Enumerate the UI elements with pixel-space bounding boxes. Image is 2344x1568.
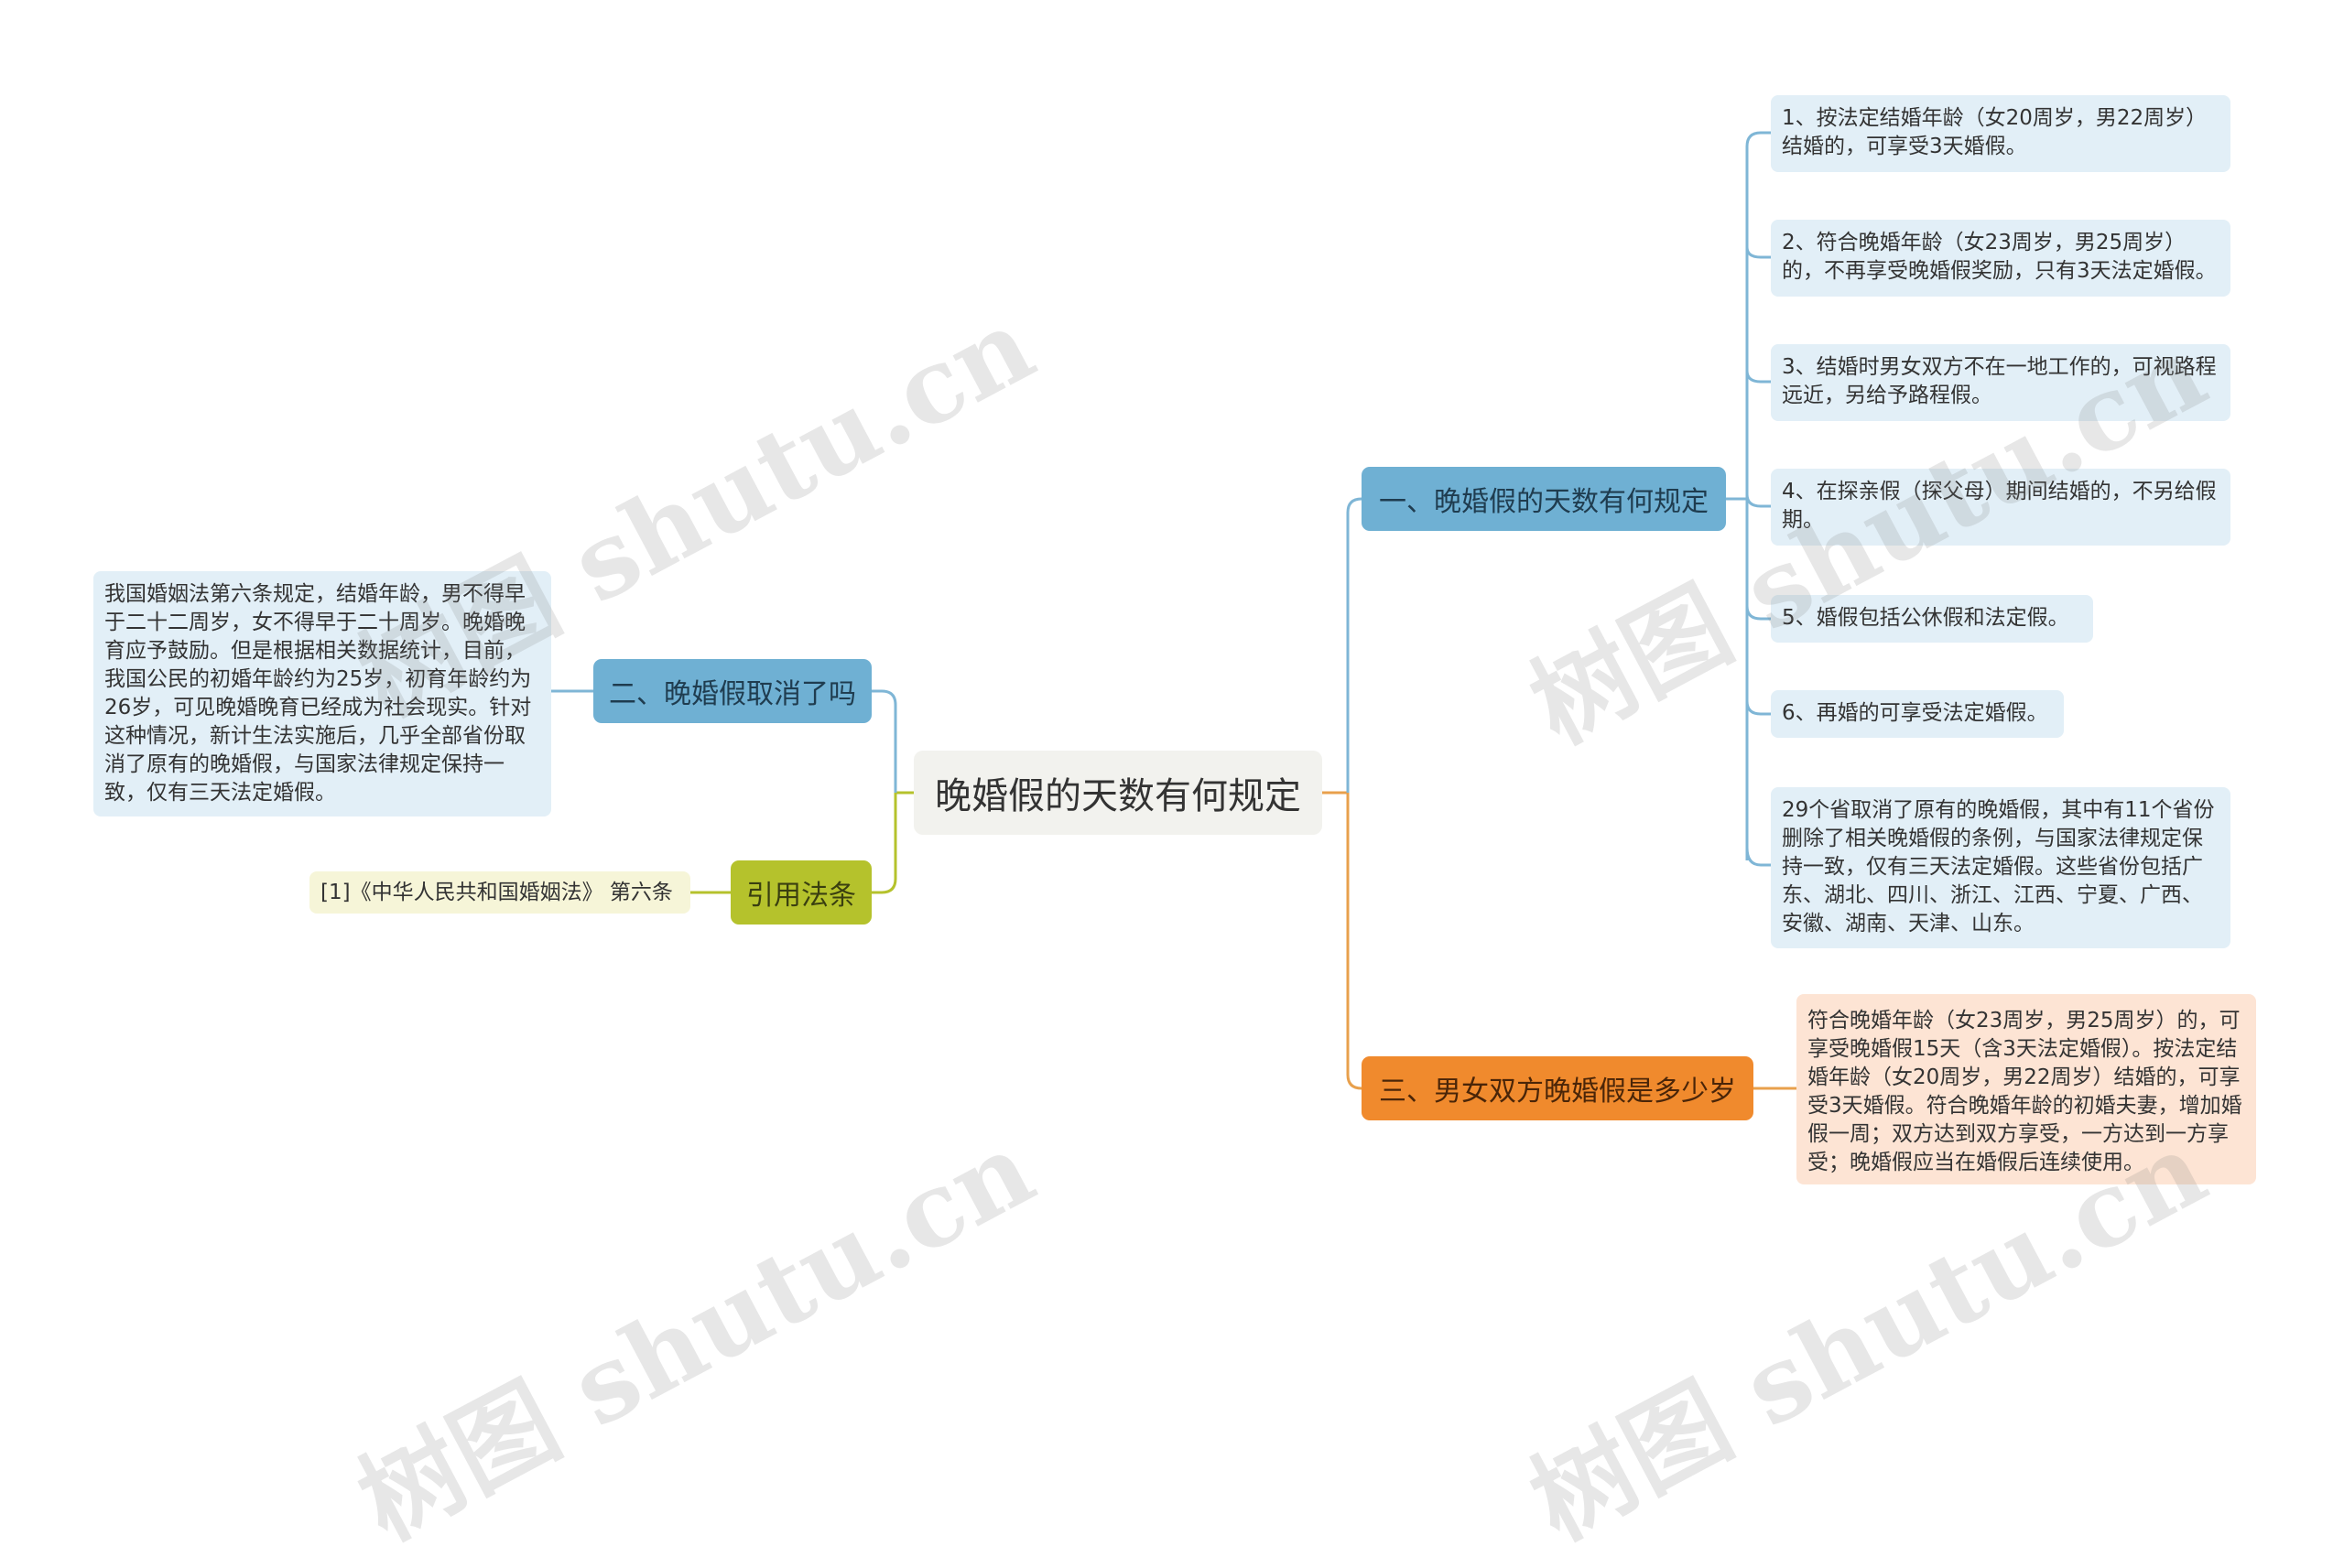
leaf-b1-1[interactable]: 1、按法定结婚年龄（女20周岁，男22周岁）结婚的，可享受3天婚假。 [1771, 95, 2230, 172]
leaf-b2[interactable]: 我国婚姻法第六条规定，结婚年龄，男不得早于二十二周岁，女不得早于二十周岁。晚婚晚… [93, 571, 551, 816]
leaf-text: 我国婚姻法第六条规定，结婚年龄，男不得早于二十二周岁，女不得早于二十周岁。晚婚晚… [104, 582, 532, 805]
leaf-text: [1]《中华人民共和国婚姻法》 第六条 [320, 880, 673, 904]
connector-b1-leaf-6 [1745, 700, 1771, 716]
connector-b1-leaf-3 [1745, 370, 1771, 384]
leaf-b1-2[interactable]: 2、符合晚婚年龄（女23周岁，男25周岁）的，不再享受晚婚假奖励，只有3天法定婚… [1771, 220, 2230, 297]
leaf-text: 5、婚假包括公休假和法定假。 [1782, 606, 2069, 630]
connector-lines [551, 131, 1796, 1090]
connector-b1-leaf-7 [1745, 847, 1771, 867]
root-topic-label: 晚婚假的天数有何规定 [935, 775, 1301, 817]
leaf-b1-5[interactable]: 5、婚假包括公休假和法定假。 [1771, 595, 2093, 643]
leaf-b1-4[interactable]: 4、在探亲假（探父母）期间结婚的，不另给假期。 [1771, 469, 2230, 546]
connector-right-to-b1 [1346, 497, 1362, 793]
branch-topic-legal-reference[interactable]: 引用法条 [731, 860, 872, 925]
connector-right-to-b4 [1346, 793, 1362, 1090]
branch-label: 引用法条 [746, 880, 856, 912]
connector-left-to-b3 [872, 793, 897, 894]
leaf-text: 3、结婚时男女双方不在一地工作的，可视路程远近，另给予路程假。 [1782, 355, 2217, 407]
connector-b1-leaf-1 [1745, 131, 1771, 147]
branch-label: 三、男女双方晚婚假是多少岁 [1379, 1076, 1736, 1108]
branch-topic-days-rule[interactable]: 一、晚婚假的天数有何规定 [1362, 467, 1726, 531]
leaf-text: 6、再婚的可享受法定婚假。 [1782, 701, 2048, 725]
connector-b1-leaf-5 [1745, 605, 1771, 621]
leaf-b1-7[interactable]: 29个省取消了原有的晚婚假，其中有11个省份删除了相关晚婚假的条例，与国家法律规… [1771, 787, 2230, 948]
leaf-b1-3[interactable]: 3、结婚时男女双方不在一地工作的，可视路程远近，另给予路程假。 [1771, 344, 2230, 421]
leaf-text: 29个省取消了原有的晚婚假，其中有11个省份删除了相关晚婚假的条例，与国家法律规… [1782, 798, 2215, 935]
leaf-b3-citation[interactable]: [1]《中华人民共和国婚姻法》 第六条 [309, 871, 690, 914]
root-topic[interactable]: 晚婚假的天数有何规定 [914, 751, 1322, 835]
branch-label: 二、晚婚假取消了吗 [609, 678, 856, 710]
branch-topic-age[interactable]: 三、男女双方晚婚假是多少岁 [1362, 1056, 1753, 1120]
leaf-text: 2、符合晚婚年龄（女23周岁，男25周岁）的，不再享受晚婚假奖励，只有3天法定婚… [1782, 231, 2217, 283]
leaf-text: 1、按法定结婚年龄（女20周岁，男22周岁）结婚的，可享受3天婚假。 [1782, 106, 2208, 158]
branch-label: 一、晚婚假的天数有何规定 [1379, 486, 1709, 518]
mindmap-canvas: 晚婚假的天数有何规定 一、晚婚假的天数有何规定 二、晚婚假取消了吗 引用法条 三… [93, 95, 2256, 1563]
connector-b1-leaf-2 [1745, 246, 1771, 259]
leaf-b1-6[interactable]: 6、再婚的可享受法定婚假。 [1771, 690, 2064, 738]
leaf-text: 4、在探亲假（探父母）期间结婚的，不另给假期。 [1782, 480, 2217, 532]
branch-topic-cancelled[interactable]: 二、晚婚假取消了吗 [593, 659, 872, 723]
leaf-text: 符合晚婚年龄（女23周岁，男25周岁）的，可享受晚婚假15天（含3天法定婚假）。… [1807, 1009, 2242, 1174]
connector-b1-leaf-4 [1745, 493, 1771, 508]
leaf-b4[interactable]: 符合晚婚年龄（女23周岁，男25周岁）的，可享受晚婚假15天（含3天法定婚假）。… [1796, 994, 2256, 1184]
connector-left-to-b2 [872, 689, 897, 793]
